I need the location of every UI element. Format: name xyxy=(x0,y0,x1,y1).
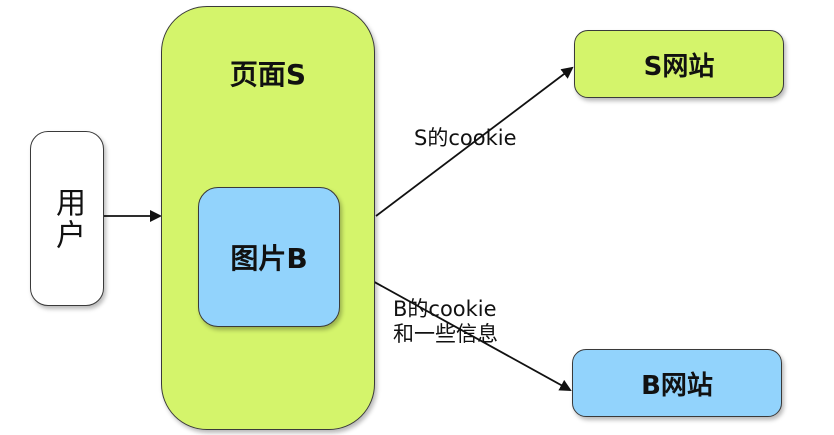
user-label: 用户 xyxy=(50,186,85,251)
site-b-label: B网站 xyxy=(641,370,713,401)
arrow-page-to-site-s xyxy=(375,66,574,217)
page-s-label: 页面S xyxy=(229,58,307,91)
edge-label-b-cookie-line1: B的cookie xyxy=(393,297,497,321)
site-s-label: S网站 xyxy=(643,51,715,82)
edge-label-b-cookie-line2: 和一些信息 xyxy=(393,322,498,346)
site-b-node: B网站 xyxy=(572,349,782,417)
edge-label-s-cookie-text: S的cookie xyxy=(414,126,517,150)
edge-label-s-cookie: S的cookie xyxy=(414,126,517,151)
site-s-node: S网站 xyxy=(574,30,784,98)
arrow-image-to-site-b xyxy=(339,262,572,391)
image-b-label: 图片B xyxy=(230,242,308,275)
user-node: 用户 xyxy=(30,131,104,306)
image-b-node: 图片B xyxy=(198,187,340,327)
edge-label-b-cookie: B的cookie 和一些信息 xyxy=(393,297,498,347)
